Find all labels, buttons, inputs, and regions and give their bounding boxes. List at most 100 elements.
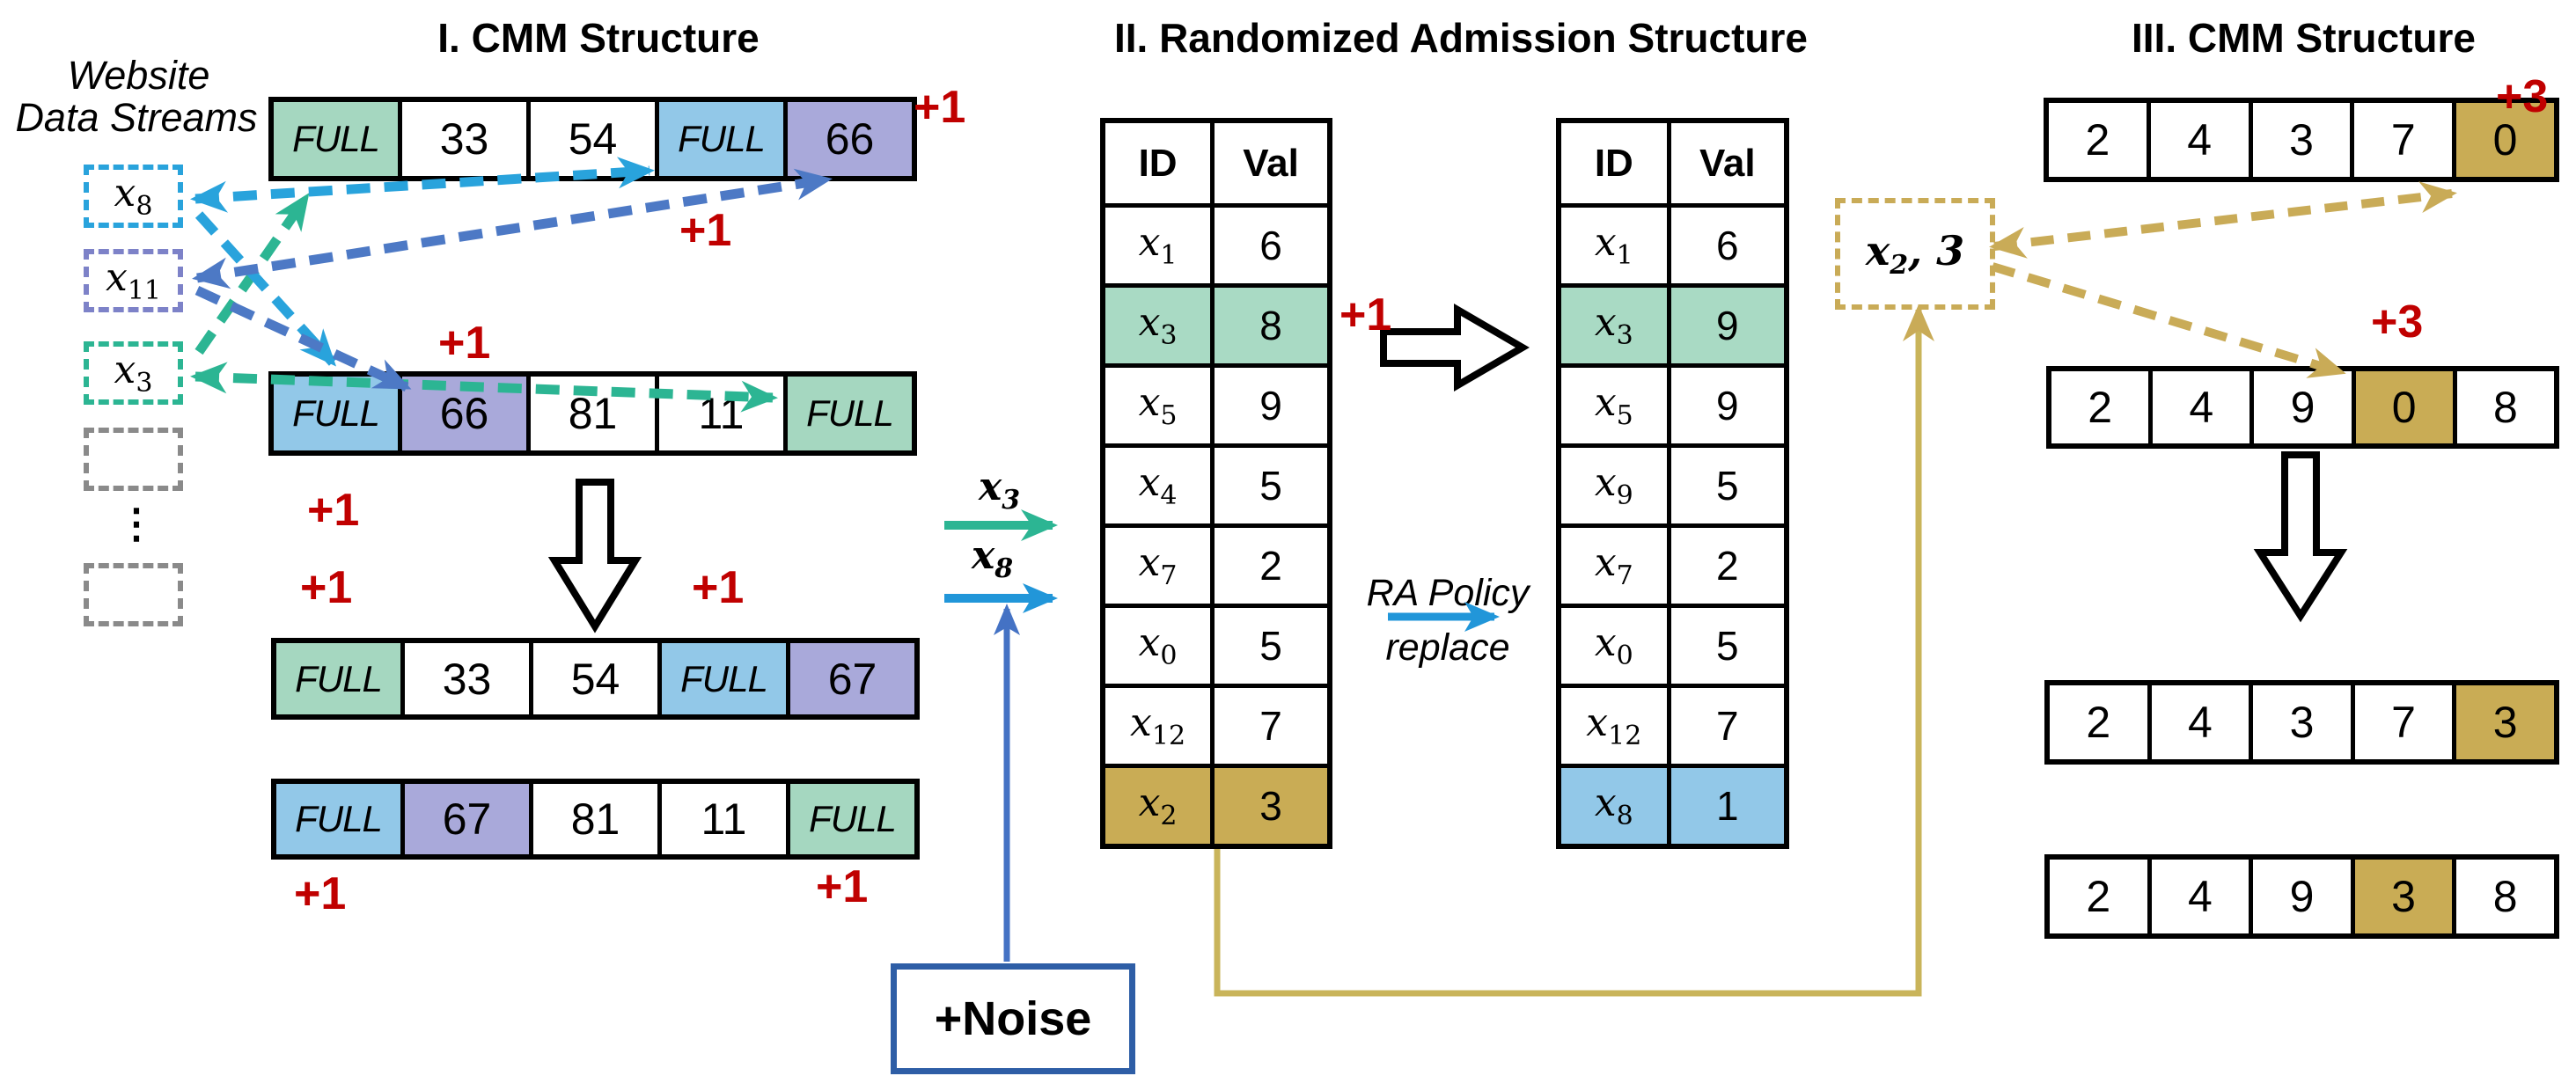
badge-plus1-row1: +1 <box>914 82 966 133</box>
cmm3-r2-c3: 9 <box>2249 371 2351 443</box>
tableR-row8-val: 1 <box>1670 764 1784 844</box>
website-label-line2: Data Streams <box>15 95 258 140</box>
tableL-row5-val: 2 <box>1215 523 1327 604</box>
cmm3-r3-c4: 7 <box>2350 685 2453 759</box>
tableL-row7-id: x12 <box>1105 684 1215 764</box>
cmm3-r4-c4: 3 <box>2350 860 2453 933</box>
cmm1-row2: FULL 66 81 11 FULL <box>268 371 917 456</box>
cmm1-r3-c3: 54 <box>529 643 657 714</box>
cmm3-r3-c2: 4 <box>2147 685 2249 759</box>
cmm1-r2-c4: 11 <box>655 377 783 450</box>
section3-title: III. CMM Structure <box>2131 15 2477 61</box>
badge-plus1-x11-row1: +1 <box>679 205 732 256</box>
tableR-row2-id: x3 <box>1561 283 1671 363</box>
tableL-row2-val: 8 <box>1215 283 1327 363</box>
tableL-row8-id: x2 <box>1105 764 1215 844</box>
ra-replace-label: replace <box>1385 626 1510 669</box>
cmm3-r1-c3: 3 <box>2248 103 2351 177</box>
badge-plus3-rowA: +3 <box>2496 71 2549 122</box>
cmm1-r3-c4: FULL <box>657 643 786 714</box>
noise-box: +Noise <box>891 963 1135 1074</box>
tableR-row5-val: 2 <box>1670 523 1784 604</box>
cmm1-r3-c5: 67 <box>786 643 914 714</box>
cmm1-r1-c3: 54 <box>526 102 655 176</box>
tableL-header-val: Val <box>1243 141 1299 185</box>
down-arrow-icon-section3 <box>2253 451 2348 623</box>
cmm3-r4-c5: 8 <box>2452 860 2554 933</box>
stream-ellipsis: ⋮ <box>116 501 158 546</box>
badge-plus1-row4-c5: +1 <box>816 861 869 912</box>
cmm1-r4-c5: FULL <box>786 784 914 854</box>
cmm1-r3-c1: FULL <box>276 643 400 714</box>
tableR-row3-id: x5 <box>1561 363 1671 443</box>
cmm1-r4-c3: 81 <box>529 784 657 854</box>
noise-box-label: +Noise <box>934 992 1092 1045</box>
cmm3-r1-c4: 7 <box>2350 103 2452 177</box>
cmm3-r3-c5: 3 <box>2452 685 2554 759</box>
cmm1-r1-c5: 66 <box>783 102 912 176</box>
cmm3-r2-c1: 2 <box>2088 383 2112 432</box>
stream-box-x8: x8 <box>84 165 183 228</box>
right-arrow-icon-section2 <box>1380 304 1530 392</box>
x2-hash-line-rowA <box>1989 181 2457 259</box>
tableR-row7-id: x12 <box>1561 684 1671 764</box>
cmm1-r2-c3: 81 <box>526 377 655 450</box>
badge-plus1-row3-c1: +1 <box>300 562 353 613</box>
mid-x3-label: x3 <box>979 465 1021 516</box>
stream-box-empty-1 <box>84 428 183 491</box>
stream-box-x3: x3 <box>84 341 183 405</box>
cmm3-r4-c1: 2 <box>2086 872 2111 921</box>
tableR-row2-val: 9 <box>1670 283 1784 363</box>
cmm3-row4: 2 4 9 3 8 <box>2044 854 2559 939</box>
down-arrow-icon-section1 <box>547 479 642 633</box>
tableR-row1-id: x1 <box>1561 203 1671 283</box>
tableL-row1-val: 6 <box>1215 203 1327 283</box>
badge-plus1-row2-c2: +1 <box>438 318 491 369</box>
tableL-row8-val: 3 <box>1215 764 1327 844</box>
tableL-row5-id: x7 <box>1105 523 1215 604</box>
badge-plus1-row4-c1: +1 <box>294 868 347 919</box>
cmm3-r1-c2: 4 <box>2146 103 2249 177</box>
x2-hash-line-rowB <box>1991 262 2346 378</box>
cmm1-r1-c4: FULL <box>655 102 783 176</box>
tableR-row5-id: x7 <box>1561 523 1671 604</box>
cmm1-r1-c2: 33 <box>398 102 526 176</box>
badge-plus1-row2-c1: +1 <box>307 485 360 536</box>
mid-x8-label: x8 <box>972 533 1014 584</box>
stream-box-x11-label: x11 <box>105 255 161 306</box>
cmm3-r2-c5: 8 <box>2452 371 2554 443</box>
tableR-row4-id: x9 <box>1561 443 1671 523</box>
cmm1-r4-c2: 67 <box>400 784 529 854</box>
cmm3-row1: 2 4 3 7 0 <box>2044 98 2559 182</box>
tableL-row1-id: x1 <box>1105 203 1215 283</box>
cmm3-r4-c3: 9 <box>2249 860 2351 933</box>
hash-line-x8-row2 <box>194 211 337 367</box>
cmm3-r1-c1: 2 <box>2085 115 2110 165</box>
section2-title: II. Randomized Admission Structure <box>1113 15 1809 61</box>
admission-table-before: ID Val x1 6 x3 8 x5 9 x4 5 x7 2 x0 5 x12… <box>1100 118 1332 849</box>
tableL-row3-id: x5 <box>1105 363 1215 443</box>
cmm3-r3-c1: 2 <box>2086 698 2111 747</box>
cmm1-r4-c1: FULL <box>276 784 400 854</box>
badge-plus3-rowB: +3 <box>2371 296 2424 348</box>
tableR-row8-id: x8 <box>1561 764 1671 844</box>
tableR-header-val: Val <box>1699 141 1756 185</box>
cmm1-row1: FULL 33 54 FULL 66 <box>268 97 917 181</box>
stream-box-x11: x11 <box>84 249 183 312</box>
cmm1-r3-c2: 33 <box>400 643 529 714</box>
cmm1-r2-c5: FULL <box>783 377 912 450</box>
tableL-row3-val: 9 <box>1215 363 1327 443</box>
admission-table-after: ID Val x1 6 x3 9 x5 9 x9 5 x7 2 x0 5 x12… <box>1556 118 1789 849</box>
cmm1-row4: FULL 67 81 11 FULL <box>271 779 920 860</box>
cmm3-r4-c2: 4 <box>2147 860 2249 933</box>
tableL-row7-val: 7 <box>1215 684 1327 764</box>
badge-plus1-table: +1 <box>1339 289 1392 340</box>
cmm1-r2-c2: 66 <box>398 377 526 450</box>
cmm3-r2-c4: 0 <box>2351 371 2453 443</box>
stream-box-empty-2 <box>84 563 183 626</box>
tableR-row1-val: 6 <box>1670 203 1784 283</box>
website-label-line1: Website <box>67 53 210 98</box>
cmm1-r2-c1: FULL <box>274 377 398 450</box>
tableL-row6-id: x0 <box>1105 604 1215 684</box>
hash-line-x11-row1 <box>192 168 833 289</box>
